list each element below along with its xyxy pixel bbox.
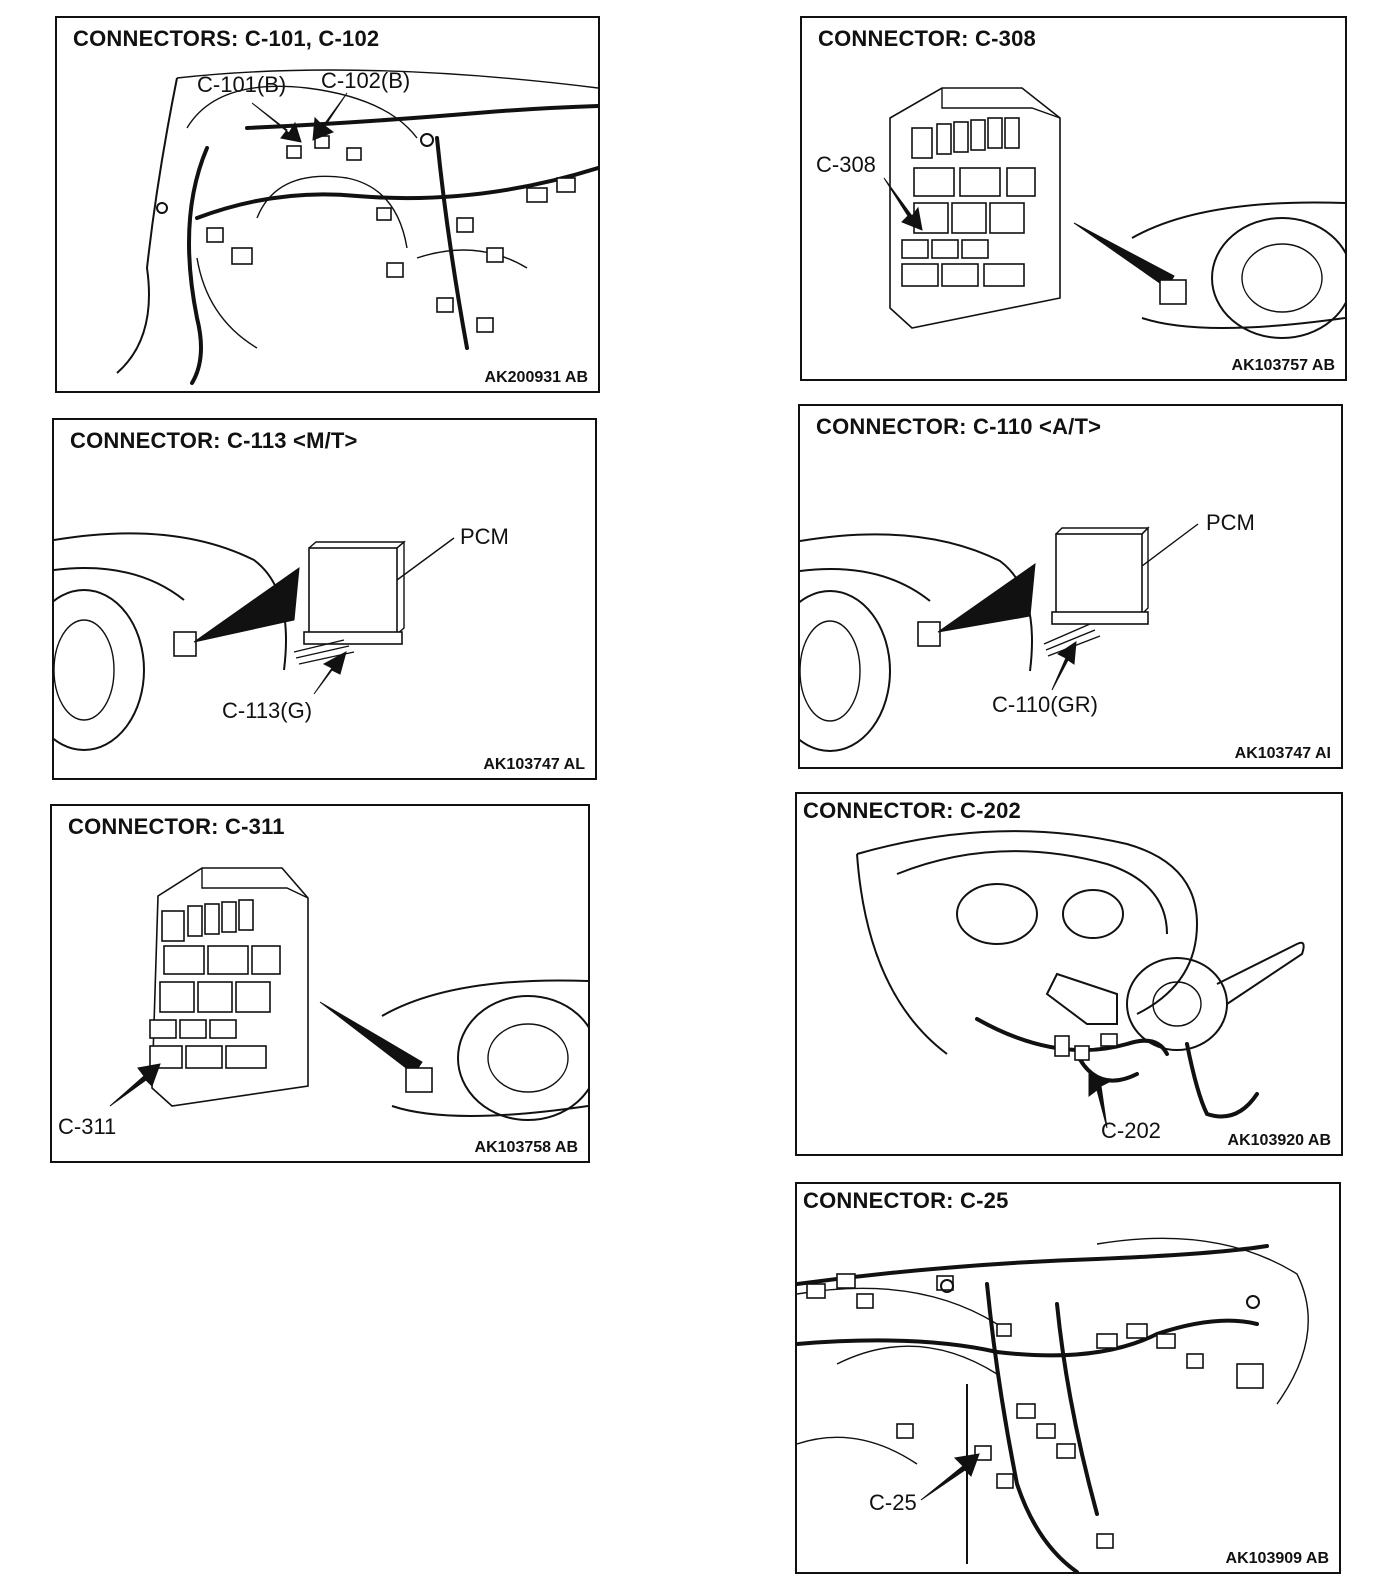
pcm-location-illustration (800, 523, 1199, 752)
steering-column-illustration (856, 830, 1305, 1129)
panel-title: CONNECTOR: C-110 <A/T> (814, 414, 1106, 440)
callout-c113: C-113(G) (222, 698, 313, 723)
figure-code: AK103757 AB (1229, 357, 1337, 375)
fuse-box-illustration (883, 87, 1345, 339)
callout-pcm: PCM (460, 524, 509, 549)
figure-code: AK103920 AB (1225, 1132, 1333, 1150)
panel-title: CONNECTOR: C-202 (801, 798, 1025, 824)
panel-c101-c102: CONNECTORS: C-101, C-102 C-101(B) C-102(… (55, 16, 600, 393)
callout-pcm: PCM (1206, 510, 1255, 535)
dash-harness-illustration (116, 69, 598, 385)
callout-c102: C-102(B) (321, 68, 411, 93)
panel-c110: CONNECTOR: C-110 <A/T> PCM C-110(GR) AK1… (798, 404, 1343, 769)
fuse-box-illustration (109, 867, 588, 1121)
figure-code: AK200931 AB (482, 369, 590, 387)
callout-c101: C-101(B) (197, 72, 287, 97)
pcm-location-illustration (54, 532, 455, 751)
callout-c25: C-25 (869, 1490, 917, 1515)
callout-c202: C-202 (1101, 1118, 1161, 1143)
panel-c308: CONNECTOR: C-308 C-308 AK103757 AB (800, 16, 1347, 381)
figure-code: AK103909 AB (1223, 1550, 1331, 1568)
callout-c311: C-311 (58, 1114, 117, 1139)
figure-code: AK103758 AB (472, 1139, 580, 1157)
callout-c110: C-110(GR) (992, 692, 1098, 717)
figure-code: AK103747 AI (1232, 745, 1333, 763)
panel-title: CONNECTORS: C-101, C-102 (71, 26, 384, 52)
figure-code: AK103747 AL (481, 756, 587, 774)
panel-title: CONNECTOR: C-113 <M/T> (68, 428, 362, 454)
panel-c311: CONNECTOR: C-311 C-311 AK103758 AB (50, 804, 590, 1163)
panel-c25: CONNECTOR: C-25 C-25 AK103909 AB (795, 1182, 1341, 1574)
panel-c202: CONNECTOR: C-202 C-202 AK103920 AB (795, 792, 1343, 1156)
panel-title: CONNECTOR: C-308 (816, 26, 1040, 52)
panel-title: CONNECTOR: C-25 (801, 1188, 1013, 1214)
panel-title: CONNECTOR: C-311 (66, 814, 289, 840)
callout-c308: C-308 (816, 152, 876, 177)
panel-c113: CONNECTOR: C-113 <M/T> PCM C-113(G) AK10… (52, 418, 597, 780)
dash-harness-illustration (797, 1237, 1309, 1572)
